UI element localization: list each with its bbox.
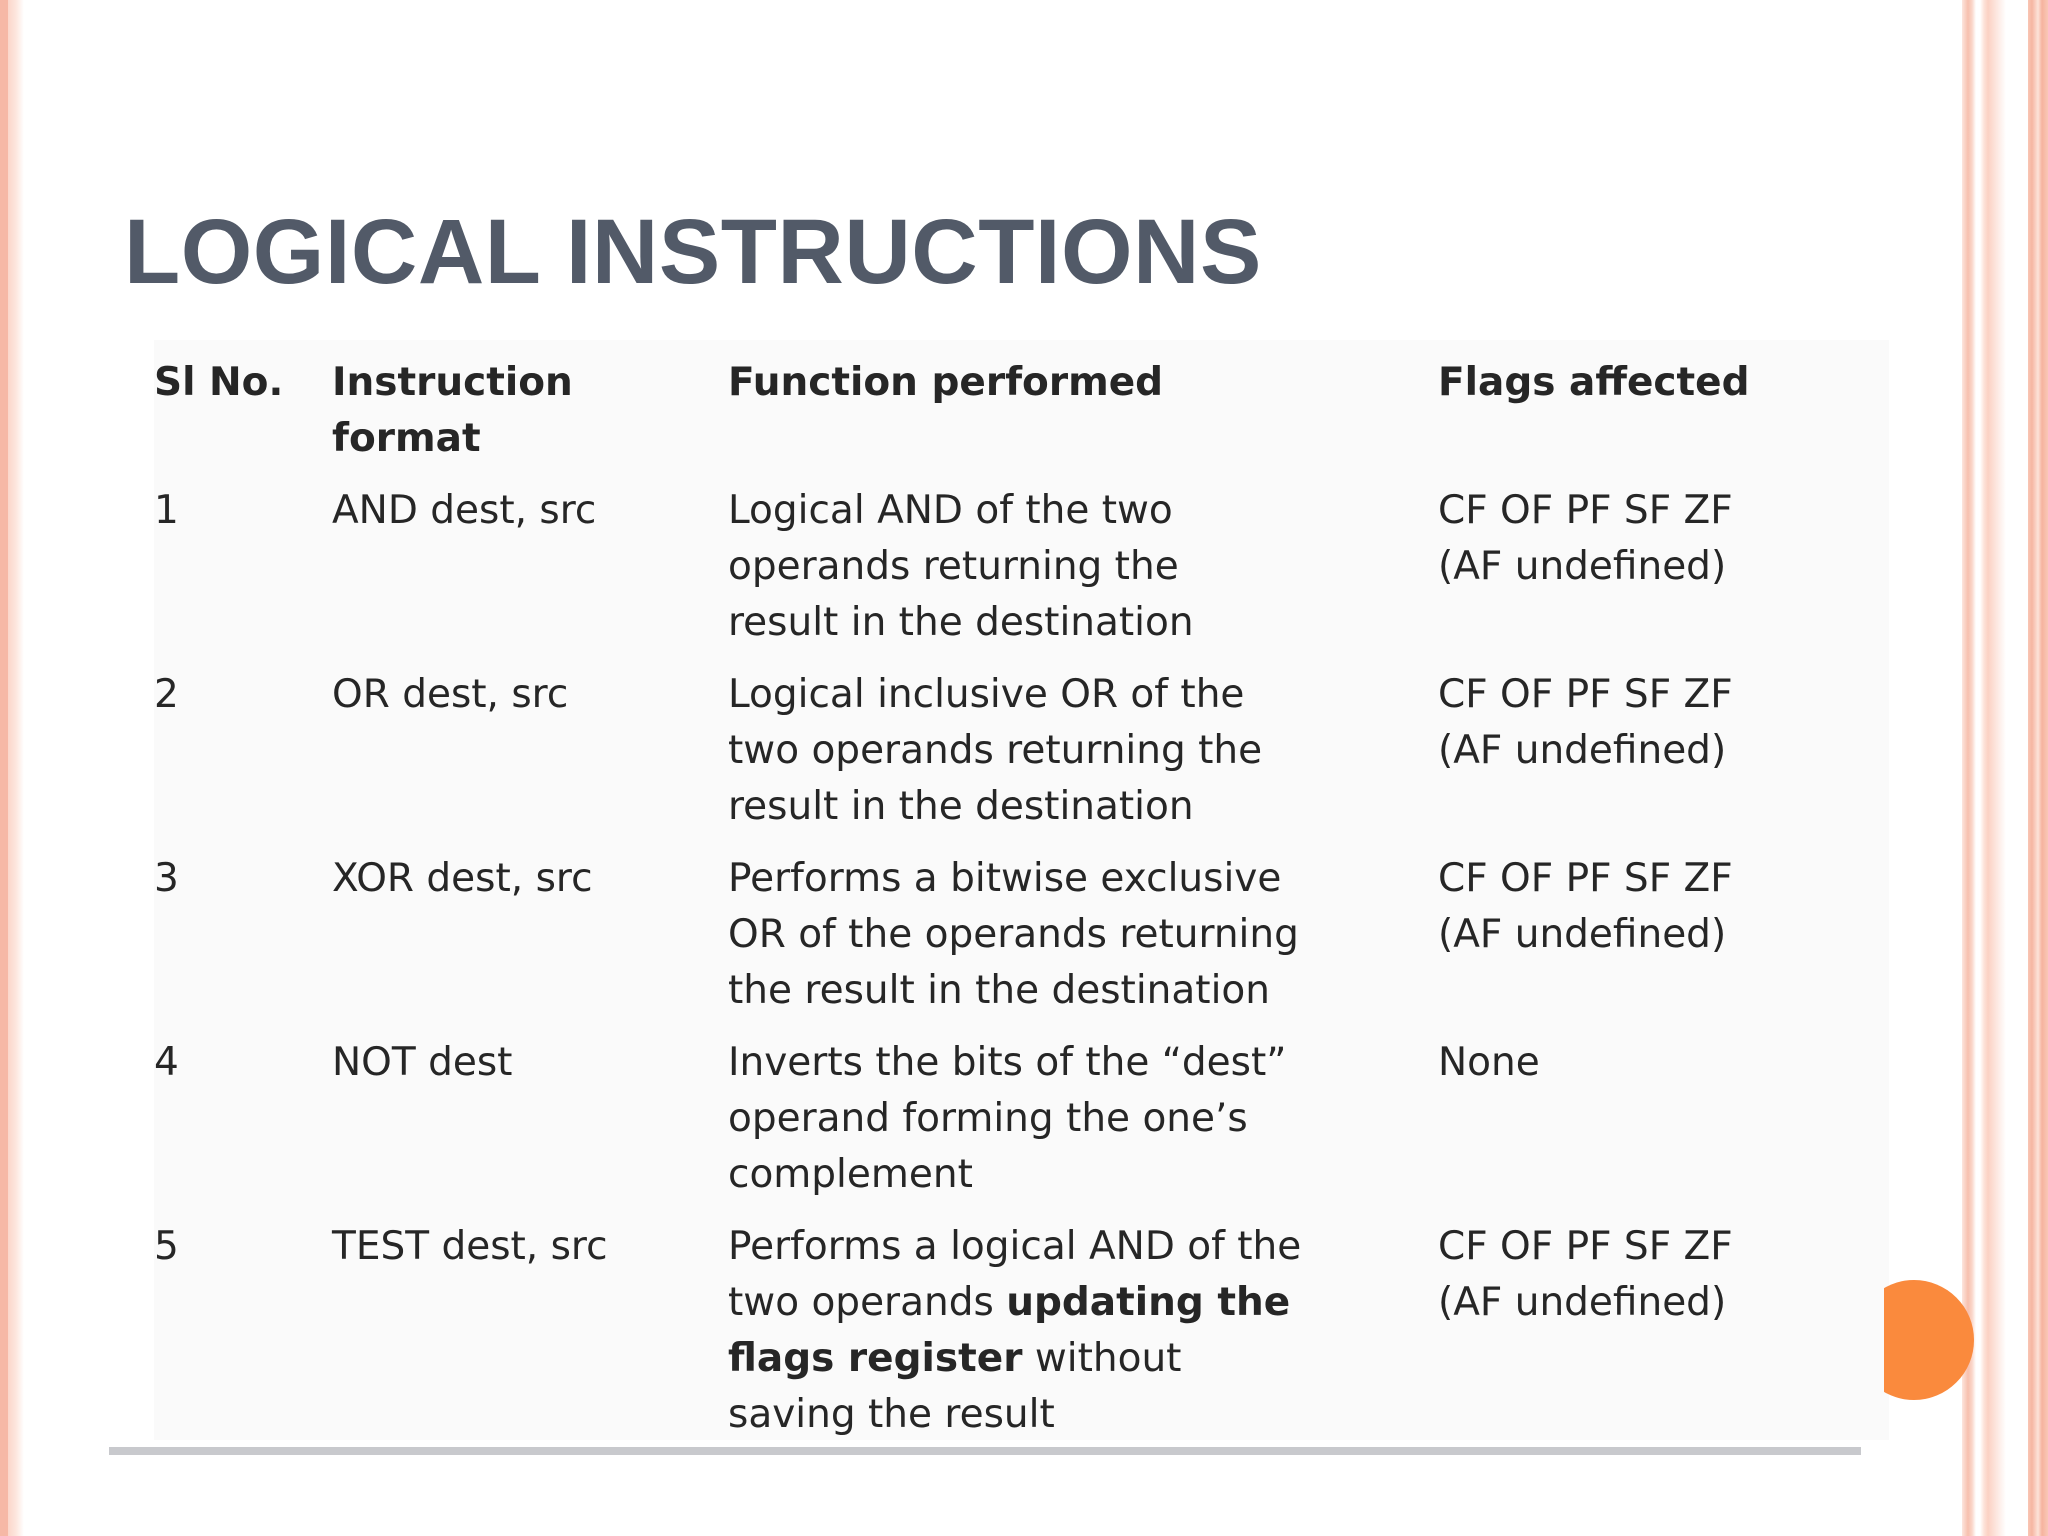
row-function: Logical AND of the two operands returnin… [728, 483, 1438, 667]
function-line: Performs a logical AND of the [728, 1224, 1302, 1269]
flags-line: CF OF PF SF ZF [1438, 488, 1733, 533]
function-text: two operands [728, 1280, 1007, 1325]
row-instruction: AND dest, src [332, 488, 597, 533]
table-header-row: Sl No. Instruction format Function perfo… [126, 355, 1768, 483]
function-line: OR of the operands returning [728, 912, 1299, 957]
row-flags: CF OF PF SF ZF (AF undefined) [1438, 667, 1768, 851]
flags-line: (AF undefined) [1438, 1280, 1727, 1325]
header-flags-affected: Flags affected [1438, 360, 1750, 405]
row-flags: CF OF PF SF ZF (AF undefined) [1438, 483, 1768, 667]
slide: LOGICAL INSTRUCTIONS [24, 0, 1974, 1536]
header-function-performed: Function performed [728, 360, 1164, 405]
function-line: the result in the destination [728, 968, 1271, 1013]
row-flags: None [1438, 1035, 1768, 1219]
row-instruction: OR dest, src [332, 672, 569, 717]
flags-line: CF OF PF SF ZF [1438, 856, 1733, 901]
logical-instructions-table: Sl No. Instruction format Function perfo… [126, 355, 1768, 1459]
function-line: operands returning the [728, 544, 1179, 589]
flags-line: CF OF PF SF ZF [1438, 672, 1733, 717]
table-row: 5 TEST dest, src Performs a logical AND … [126, 1219, 1768, 1459]
function-line: operand forming the one’s [728, 1096, 1248, 1141]
row-instruction: TEST dest, src [332, 1224, 608, 1269]
function-emphasis: flags register [728, 1336, 1023, 1381]
header-instruction-line2: format [332, 416, 481, 461]
row-sl-no: 4 [154, 1040, 179, 1085]
table-row: 4 NOT dest Inverts the bits of the “dest… [126, 1035, 1768, 1219]
slide-title: LOGICAL INSTRUCTIONS [124, 201, 1262, 303]
function-line: Performs a bitwise exclusive [728, 856, 1282, 901]
row-sl-no: 5 [154, 1224, 179, 1269]
function-line: Inverts the bits of the “dest” [728, 1040, 1287, 1085]
header-sl-no: Sl No. [154, 360, 284, 405]
header-instruction-format: Instruction format [332, 355, 728, 483]
row-instruction: NOT dest [332, 1040, 513, 1085]
function-line: two operands returning the [728, 728, 1263, 773]
table-row: 3 XOR dest, src Performs a bitwise exclu… [126, 851, 1768, 1035]
flags-line: None [1438, 1040, 1540, 1085]
function-line: complement [728, 1152, 973, 1197]
function-line: result in the destination [728, 600, 1194, 645]
flags-line: (AF undefined) [1438, 544, 1727, 589]
function-line: flags register without [728, 1331, 1438, 1387]
table-row: 2 OR dest, src Logical inclusive OR of t… [126, 667, 1768, 851]
accent-circle-mask [1854, 1270, 1884, 1410]
function-line: Logical AND of the two [728, 488, 1173, 533]
function-line: two operands updating the [728, 1275, 1438, 1331]
row-function: Performs a bitwise exclusive OR of the o… [728, 851, 1438, 1035]
row-flags: CF OF PF SF ZF (AF undefined) [1438, 851, 1768, 1035]
flags-line: (AF undefined) [1438, 912, 1727, 957]
flags-line: CF OF PF SF ZF [1438, 1224, 1733, 1269]
footer-divider [109, 1447, 1861, 1455]
table-background [154, 340, 1889, 1440]
row-instruction: XOR dest, src [332, 856, 593, 901]
flags-line: (AF undefined) [1438, 728, 1727, 773]
function-emphasis: updating the [1006, 1280, 1291, 1325]
row-function: Inverts the bits of the “dest” operand f… [728, 1035, 1438, 1219]
header-instruction-line1: Instruction [332, 360, 573, 405]
function-line: saving the result [728, 1392, 1055, 1437]
row-function: Logical inclusive OR of the two operands… [728, 667, 1438, 851]
row-function: Performs a logical AND of the two operan… [728, 1219, 1438, 1459]
slide-left-border [0, 0, 24, 1536]
row-flags: CF OF PF SF ZF (AF undefined) [1438, 1219, 1768, 1459]
table-row: 1 AND dest, src Logical AND of the two o… [126, 483, 1768, 667]
function-line: Logical inclusive OR of the [728, 672, 1245, 717]
row-sl-no: 2 [154, 672, 179, 717]
row-sl-no: 1 [154, 488, 179, 533]
slide-right-border [1962, 0, 2048, 1536]
function-line: result in the destination [728, 784, 1194, 829]
row-sl-no: 3 [154, 856, 179, 901]
function-text: without [1022, 1336, 1182, 1381]
